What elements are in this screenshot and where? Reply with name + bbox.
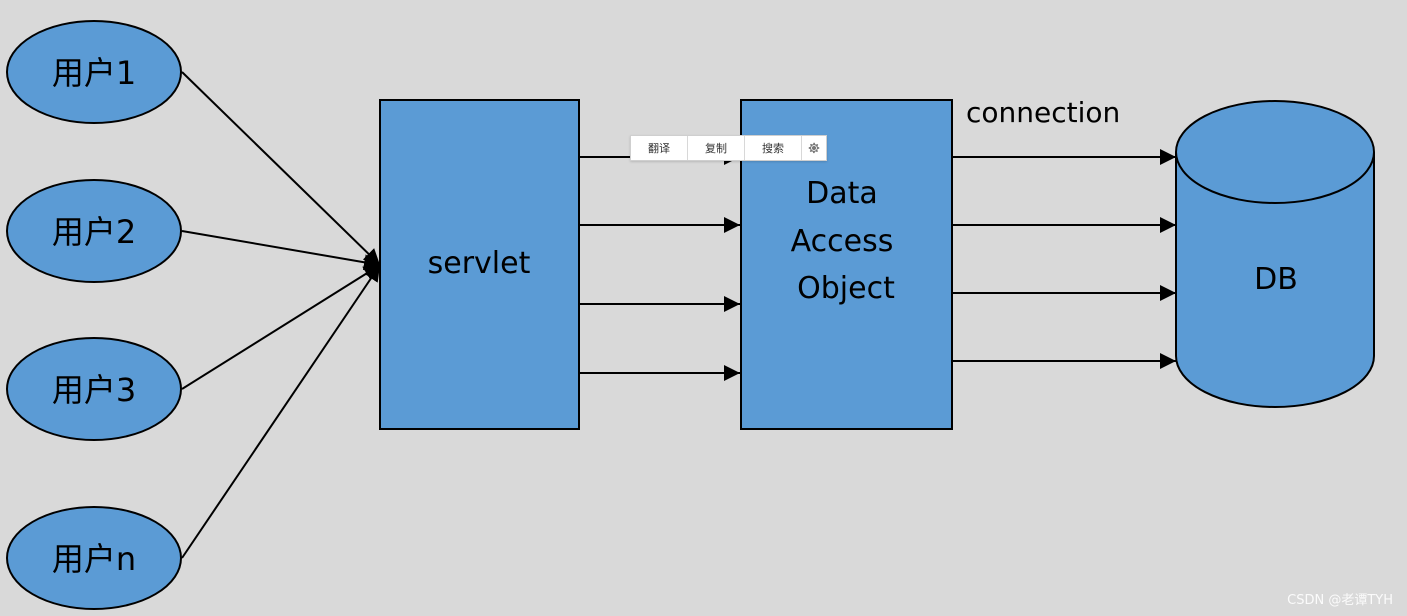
user-node-n xyxy=(6,506,182,610)
translate-button-label: 翻译 xyxy=(648,142,670,155)
user-label-1: 用户1 xyxy=(52,54,136,92)
dao-label-line-2: Access xyxy=(791,224,894,259)
db-label: DB xyxy=(1254,262,1298,297)
arrow-user3-servlet xyxy=(181,264,381,390)
user-label-n: 用户n xyxy=(52,540,136,578)
search-button-label: 搜索 xyxy=(762,142,784,155)
gear-icon-glyph xyxy=(808,142,820,154)
gear-icon[interactable] xyxy=(802,136,826,160)
translate-button[interactable]: 翻译 xyxy=(631,136,688,160)
user-node-3 xyxy=(6,337,182,441)
dao-box xyxy=(740,99,953,430)
user-label-3: 用户3 xyxy=(52,371,136,409)
dao-label-line-1: Data xyxy=(806,176,878,211)
arrow-usern-servlet xyxy=(181,264,381,559)
search-button[interactable]: 搜索 xyxy=(745,136,802,160)
copy-button-label: 复制 xyxy=(705,142,727,155)
arrow-user1-servlet xyxy=(181,71,381,266)
watermark: CSDN @老谭TYH xyxy=(1287,593,1393,608)
servlet-label: servlet xyxy=(428,246,531,281)
arrow-user2-servlet xyxy=(181,230,381,271)
servlet-box xyxy=(379,99,580,430)
selection-toolbar: 翻译 复制 搜索 xyxy=(630,135,827,161)
copy-button[interactable]: 复制 xyxy=(688,136,745,160)
db-cylinder-top xyxy=(1175,100,1375,204)
dao-label-line-3: Object xyxy=(797,271,895,306)
user-label-2: 用户2 xyxy=(52,213,136,251)
user-node-1 xyxy=(6,20,182,124)
db-cylinder-body xyxy=(1175,152,1375,408)
db-cylinder xyxy=(1175,100,1375,408)
connection-label: connection xyxy=(966,96,1120,129)
user-node-2 xyxy=(6,179,182,283)
